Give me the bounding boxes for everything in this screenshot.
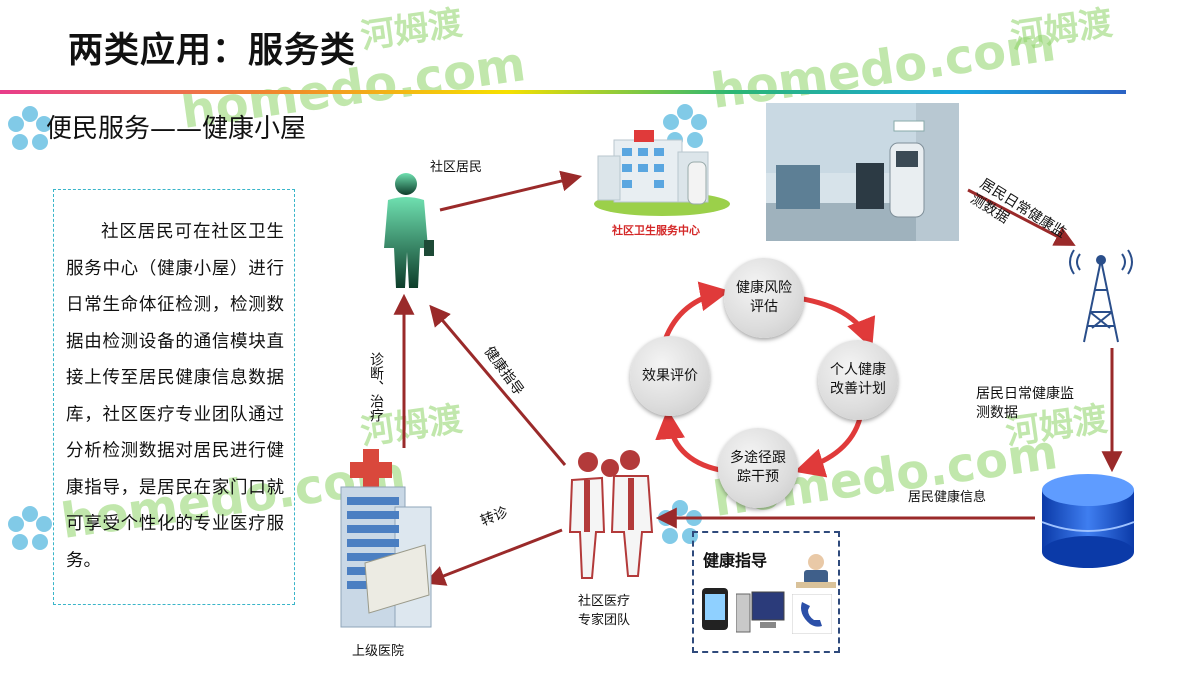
cycle-arrow-2	[794, 417, 863, 478]
cycle-step-3-text: 多途径跟踪干预	[730, 450, 786, 485]
guidance-box-title: 健康指导	[703, 551, 768, 570]
medical-team-icon	[568, 450, 654, 579]
arrow-resident-to-center	[439, 170, 583, 212]
resident-label: 社区居民	[430, 160, 483, 175]
description-text: 社区居民可在社区卫生服务中心（健康小屋）进行日常生命体征检测，检测数据由检测设备…	[66, 222, 284, 571]
cycle-step-improvement-plan: 个人健康改善计划	[818, 340, 898, 420]
telephone-icon	[792, 594, 832, 634]
database-icon	[1041, 474, 1135, 568]
diagnosis-edge-label: 诊断、治疗	[368, 352, 384, 422]
guidance-box	[692, 531, 840, 653]
cycle-arrow-3	[655, 409, 721, 473]
health-room-photo	[766, 103, 959, 241]
mobile-phone-icon	[702, 588, 728, 630]
arrow-guidance	[429, 304, 567, 466]
description-box: 社区居民可在社区卫生服务中心（健康小屋）进行日常生命体征检测，检测数据由检测设备…	[53, 189, 295, 605]
cycle-step-1-text: 健康风险评估	[736, 280, 792, 315]
hospital-label: 上级医院	[352, 644, 405, 659]
title-divider	[0, 90, 1126, 94]
cycle-step-4-text: 效果评价	[642, 367, 698, 384]
resident-person-icon	[384, 173, 434, 288]
cycle-step-tracking: 多途径跟踪干预	[718, 428, 798, 508]
cycle-arrow-4	[662, 281, 730, 341]
slide-subtitle: 便民服务——健康小屋	[46, 114, 307, 144]
daily-data-label-mid: 居民日常健康监测数据	[976, 386, 1074, 421]
cycle-step-evaluation: 效果评价	[630, 336, 710, 416]
community-center-building-icon	[594, 130, 730, 216]
watermark-logo-icon	[8, 506, 52, 550]
arrow-referral	[424, 528, 563, 586]
center-label: 社区卫生服务中心	[612, 224, 700, 237]
team-label: 社区医疗专家团队	[577, 594, 630, 628]
watermark-logo-icon	[8, 106, 52, 150]
computer-icon	[736, 591, 785, 633]
health-info-label: 居民健康信息	[908, 490, 987, 505]
cycle-step-2-text: 个人健康改善计划	[830, 362, 886, 397]
slide-title: 两类应用：服务类	[68, 31, 357, 71]
hospital-building-icon	[340, 449, 432, 628]
arrow-room-to-tower	[967, 188, 1076, 246]
doctor-at-desk-icon	[796, 554, 836, 588]
cycle-step-risk-assessment: 健康风险评估	[724, 258, 804, 338]
signal-tower-icon	[1069, 249, 1133, 343]
